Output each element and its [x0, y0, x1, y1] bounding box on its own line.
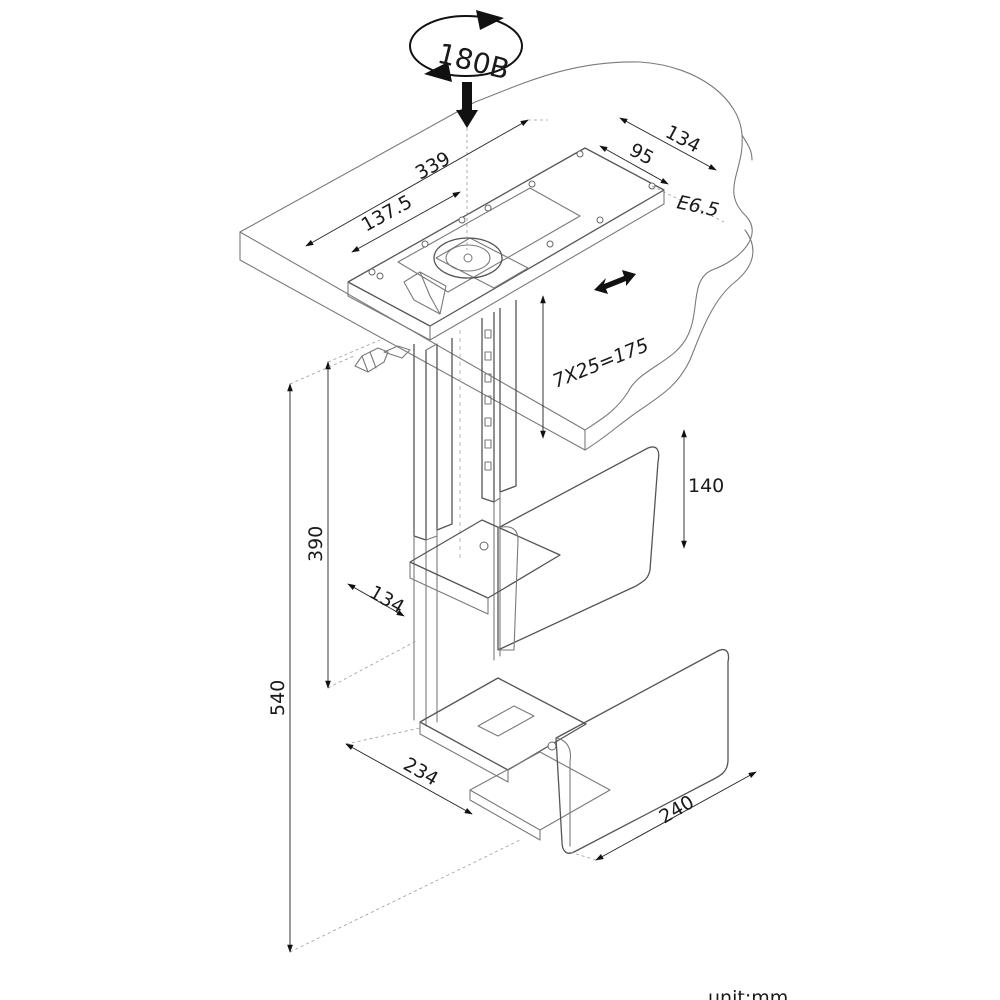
dimension-upper-bracket-height-label: 140 [688, 475, 724, 497]
dimension-desk-depth-label: 339 [412, 148, 454, 185]
desk-top [239, 61, 754, 451]
dimension-upper-bracket-width: 134 [347, 581, 408, 618]
dimension-total-height: 540 [267, 355, 521, 953]
upper-clamp [409, 446, 660, 651]
column-front [413, 338, 453, 727]
column-rear [481, 300, 517, 661]
dimension-upper-bracket-height: 140 [681, 429, 724, 549]
dimension-hole-diameter-label: E6.5 [675, 191, 721, 221]
dimension-plate-width-label: 137.5 [358, 191, 416, 237]
dimension-upper-bracket-width-label: 134 [366, 581, 408, 618]
mounting-plate [347, 147, 665, 341]
dimension-tray-width-label: 240 [656, 791, 698, 828]
lower-tray [419, 648, 730, 854]
rotation-indicator: 180B [409, 10, 523, 86]
dimension-hole-diameter: E6.5 [651, 185, 725, 223]
insert-arrow-icon [456, 82, 478, 250]
unit-note: unit:mm [708, 987, 788, 1000]
dimension-plate-width: 137.5 [351, 191, 461, 253]
dimension-height-adjust: 7X25=175 [540, 295, 652, 439]
dimension-height-adjust-label: 7X25=175 [550, 334, 652, 392]
dimension-tray-depth-label: 234 [400, 753, 442, 790]
dimension-hole-spacing-label: 95 [626, 139, 658, 170]
rotation-arrow-bottom-icon [424, 62, 452, 82]
dimension-tray-width: 240 [569, 771, 757, 861]
swivel-disc [403, 237, 529, 315]
dimension-column-height-label: 390 [305, 526, 327, 562]
dimension-total-height-label: 540 [267, 680, 289, 716]
dimension-desk-depth: 339 [305, 119, 548, 247]
slide-arrow-icon [594, 270, 636, 294]
locking-knob [354, 345, 411, 373]
rotation-arrow-top-icon [476, 10, 504, 30]
dimension-column-height: 390 [305, 339, 419, 689]
dimension-tray-depth: 234 [345, 727, 473, 815]
